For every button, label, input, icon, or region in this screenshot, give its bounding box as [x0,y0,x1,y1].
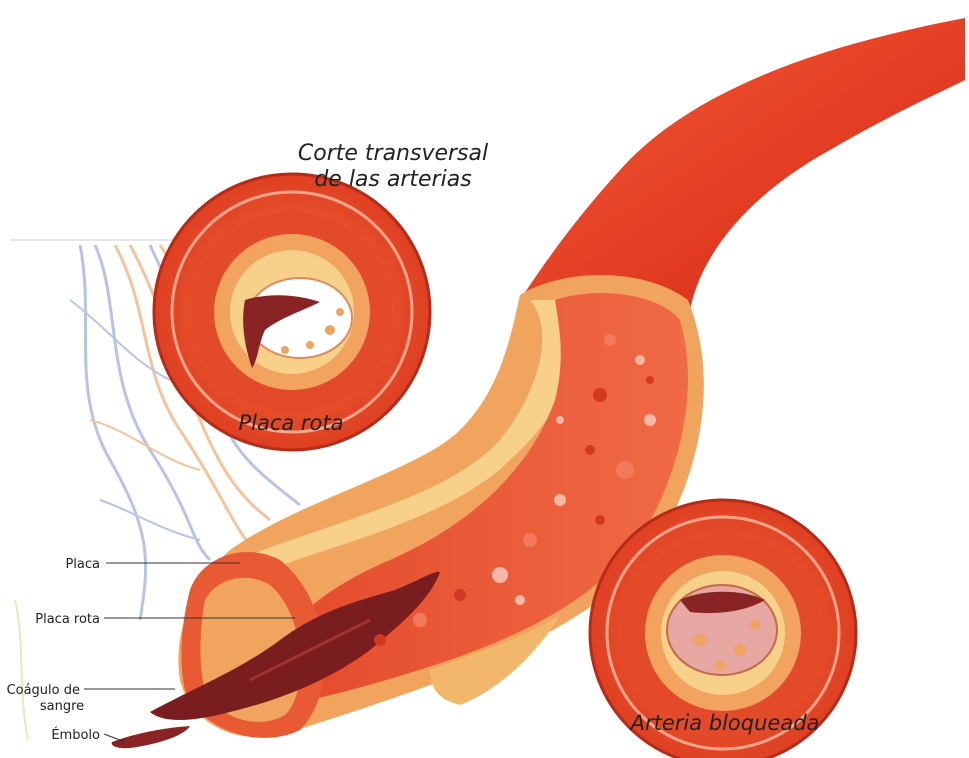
embolus [112,726,190,748]
label-placa: Placa [65,557,100,572]
caption-placa-rota: Placa rota [238,411,343,435]
diagram-title-line1: Corte transversal [298,141,488,166]
cross-section-ruptured [154,174,430,450]
label-coagulo-line2: sangre [40,699,84,714]
label-placa-rota: Placa rota [35,612,100,627]
label-embolo: Émbolo [51,727,100,743]
caption-arteria-bloqueada: Arteria bloqueada [629,711,820,735]
diagram-title-line2: de las arterias [314,167,471,192]
label-coagulo-line1: Coágulo de [7,683,80,698]
artery-upper-tube [520,18,965,310]
